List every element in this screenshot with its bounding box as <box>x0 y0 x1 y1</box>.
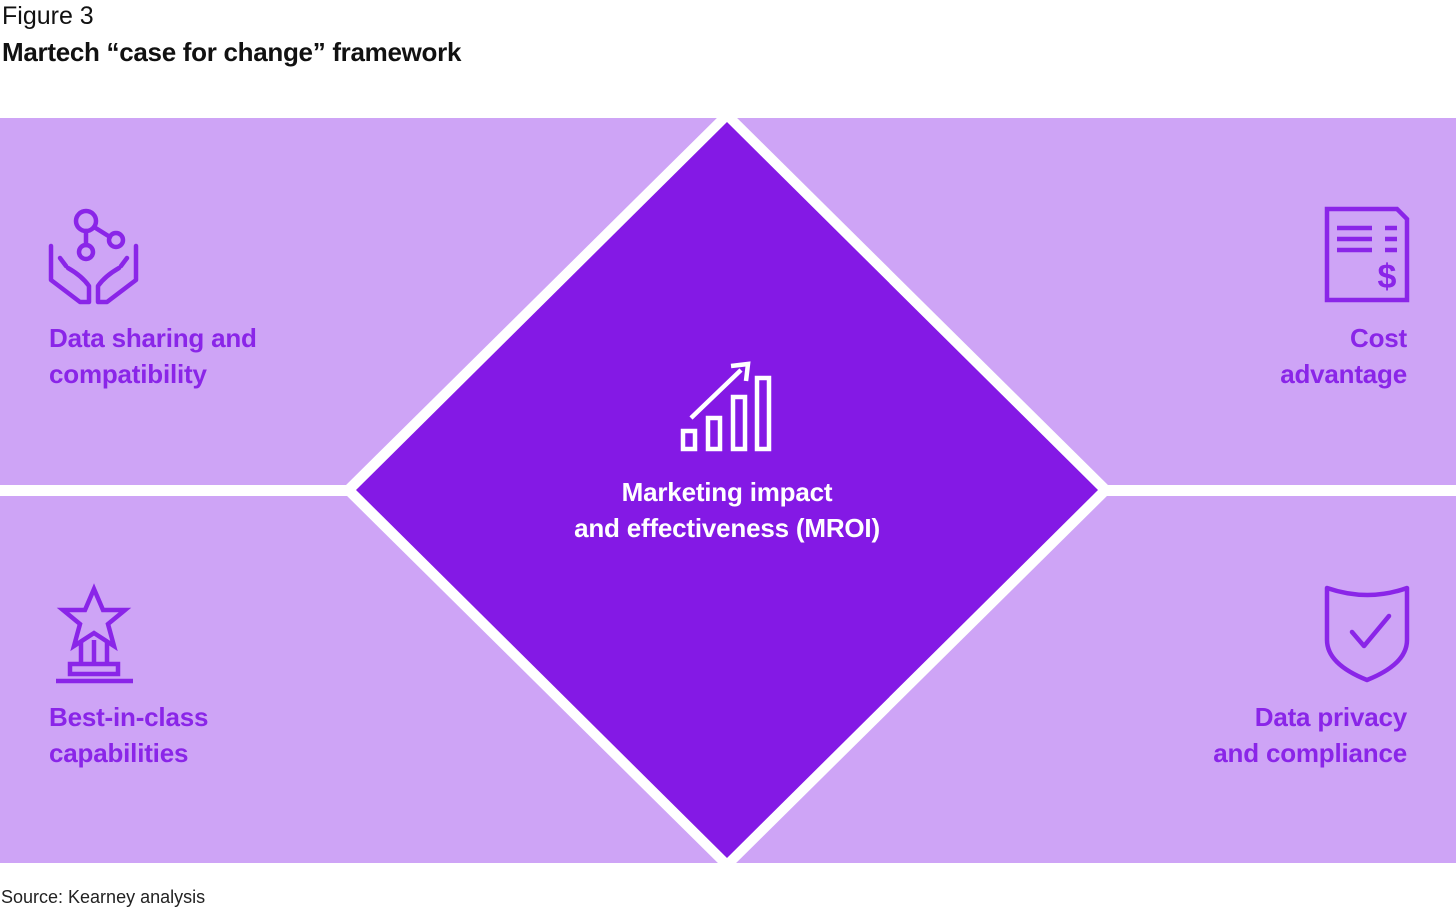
center-line-1: Marketing impact <box>621 477 833 507</box>
center-line-2: and effectiveness (MROI) <box>574 513 880 543</box>
quadrant-top-right-label: Cost advantage <box>1280 320 1407 392</box>
quadrant-bottom-right-line-1: Data privacy <box>1254 702 1407 732</box>
quadrant-bottom-left-line-2: capabilities <box>49 738 189 768</box>
figure-label: Figure 3 <box>2 2 94 30</box>
quadrant-top-left-label: Data sharing and compatibility <box>49 320 257 392</box>
quadrant-bottom-right-label: Data privacy and compliance <box>1213 699 1407 771</box>
center-diamond <box>356 122 1098 858</box>
quadrant-top-left-line-2: compatibility <box>49 359 207 389</box>
quadrant-bottom-right-line-2: and compliance <box>1213 738 1407 768</box>
source-note: Source: Kearney analysis <box>1 887 206 907</box>
quadrant-bottom-left-line-1: Best-in-class <box>49 702 209 732</box>
data-sharing-hands-icon <box>48 208 139 305</box>
quadrant-top-right-line-1: Cost <box>1350 323 1407 353</box>
dollar-sign-glyph: $ <box>1378 258 1397 296</box>
figure-title: Martech “case for change” framework <box>2 37 462 67</box>
center-label: Marketing impact and effectiveness (MROI… <box>477 474 977 546</box>
quadrant-top-left-line-1: Data sharing and <box>49 323 257 353</box>
invoice-dollar-icon <box>1324 206 1410 303</box>
quadrant-bottom-left-label: Best-in-class capabilities <box>49 699 208 771</box>
growth-chart-icon <box>680 361 772 452</box>
quadrant-top-right-line-2: advantage <box>1280 359 1407 389</box>
shield-check-icon <box>1324 585 1410 683</box>
star-trophy-icon <box>56 583 133 684</box>
